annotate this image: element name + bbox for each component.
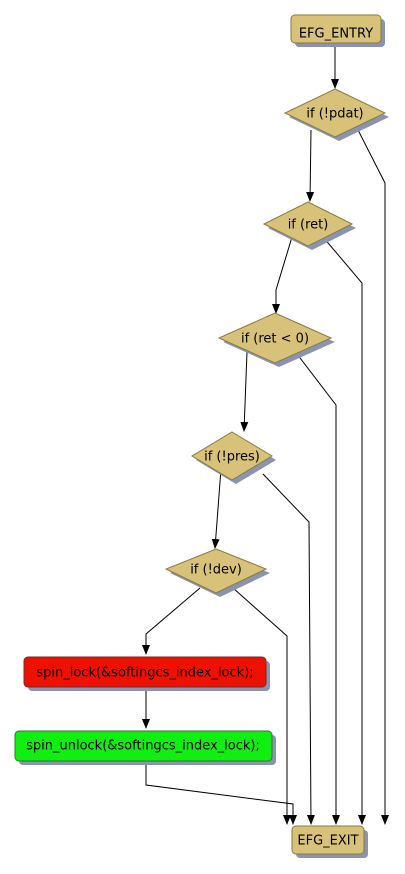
decision-pres-label: if (!pres) bbox=[204, 450, 260, 465]
edge-retlt0-true bbox=[240, 351, 249, 432]
edge-pres-exit bbox=[262, 473, 315, 825]
decision-ret-lt0-label: if (ret < 0) bbox=[241, 332, 309, 347]
decision-pdat-label: if (!pdat) bbox=[306, 107, 363, 122]
entry-label: EFG_ENTRY bbox=[299, 27, 373, 42]
edge-retlt0-exit bbox=[296, 353, 340, 825]
decision-dev: if (!dev) bbox=[164, 548, 270, 597]
lock-node: spin_lock(&softingcs_index_lock); bbox=[23, 656, 270, 691]
decision-dev-label: if (!dev) bbox=[190, 563, 242, 578]
exit-node: EFG_EXIT bbox=[291, 825, 368, 858]
edge-dev-exit bbox=[232, 587, 291, 825]
decision-ret: if (ret) bbox=[262, 201, 356, 250]
edge-pdat-exit bbox=[355, 125, 389, 825]
edge-pres-true bbox=[211, 468, 222, 549]
lock-label: spin_lock(&softingcs_index_lock); bbox=[36, 666, 253, 681]
edges bbox=[142, 44, 389, 825]
decision-ret-lt0: if (ret < 0) bbox=[217, 312, 335, 367]
edge-dev-true bbox=[142, 587, 201, 655]
exit-label: EFG_EXIT bbox=[297, 834, 358, 849]
decision-ret-label: if (ret) bbox=[288, 218, 329, 233]
unlock-label: spin_unlock(&softingcs_index_lock); bbox=[26, 739, 260, 754]
unlock-node: spin_unlock(&softingcs_index_lock); bbox=[14, 730, 276, 765]
edge-ret-exit bbox=[322, 236, 366, 825]
edge-pdat-true bbox=[306, 129, 315, 202]
edge-ret-true bbox=[272, 236, 293, 314]
decision-pres: if (!pres) bbox=[191, 431, 276, 484]
edge-unlock-to-exit bbox=[145, 762, 297, 825]
entry-node: EFG_ENTRY bbox=[290, 14, 385, 47]
decision-pdat: if (!pdat) bbox=[283, 88, 389, 141]
